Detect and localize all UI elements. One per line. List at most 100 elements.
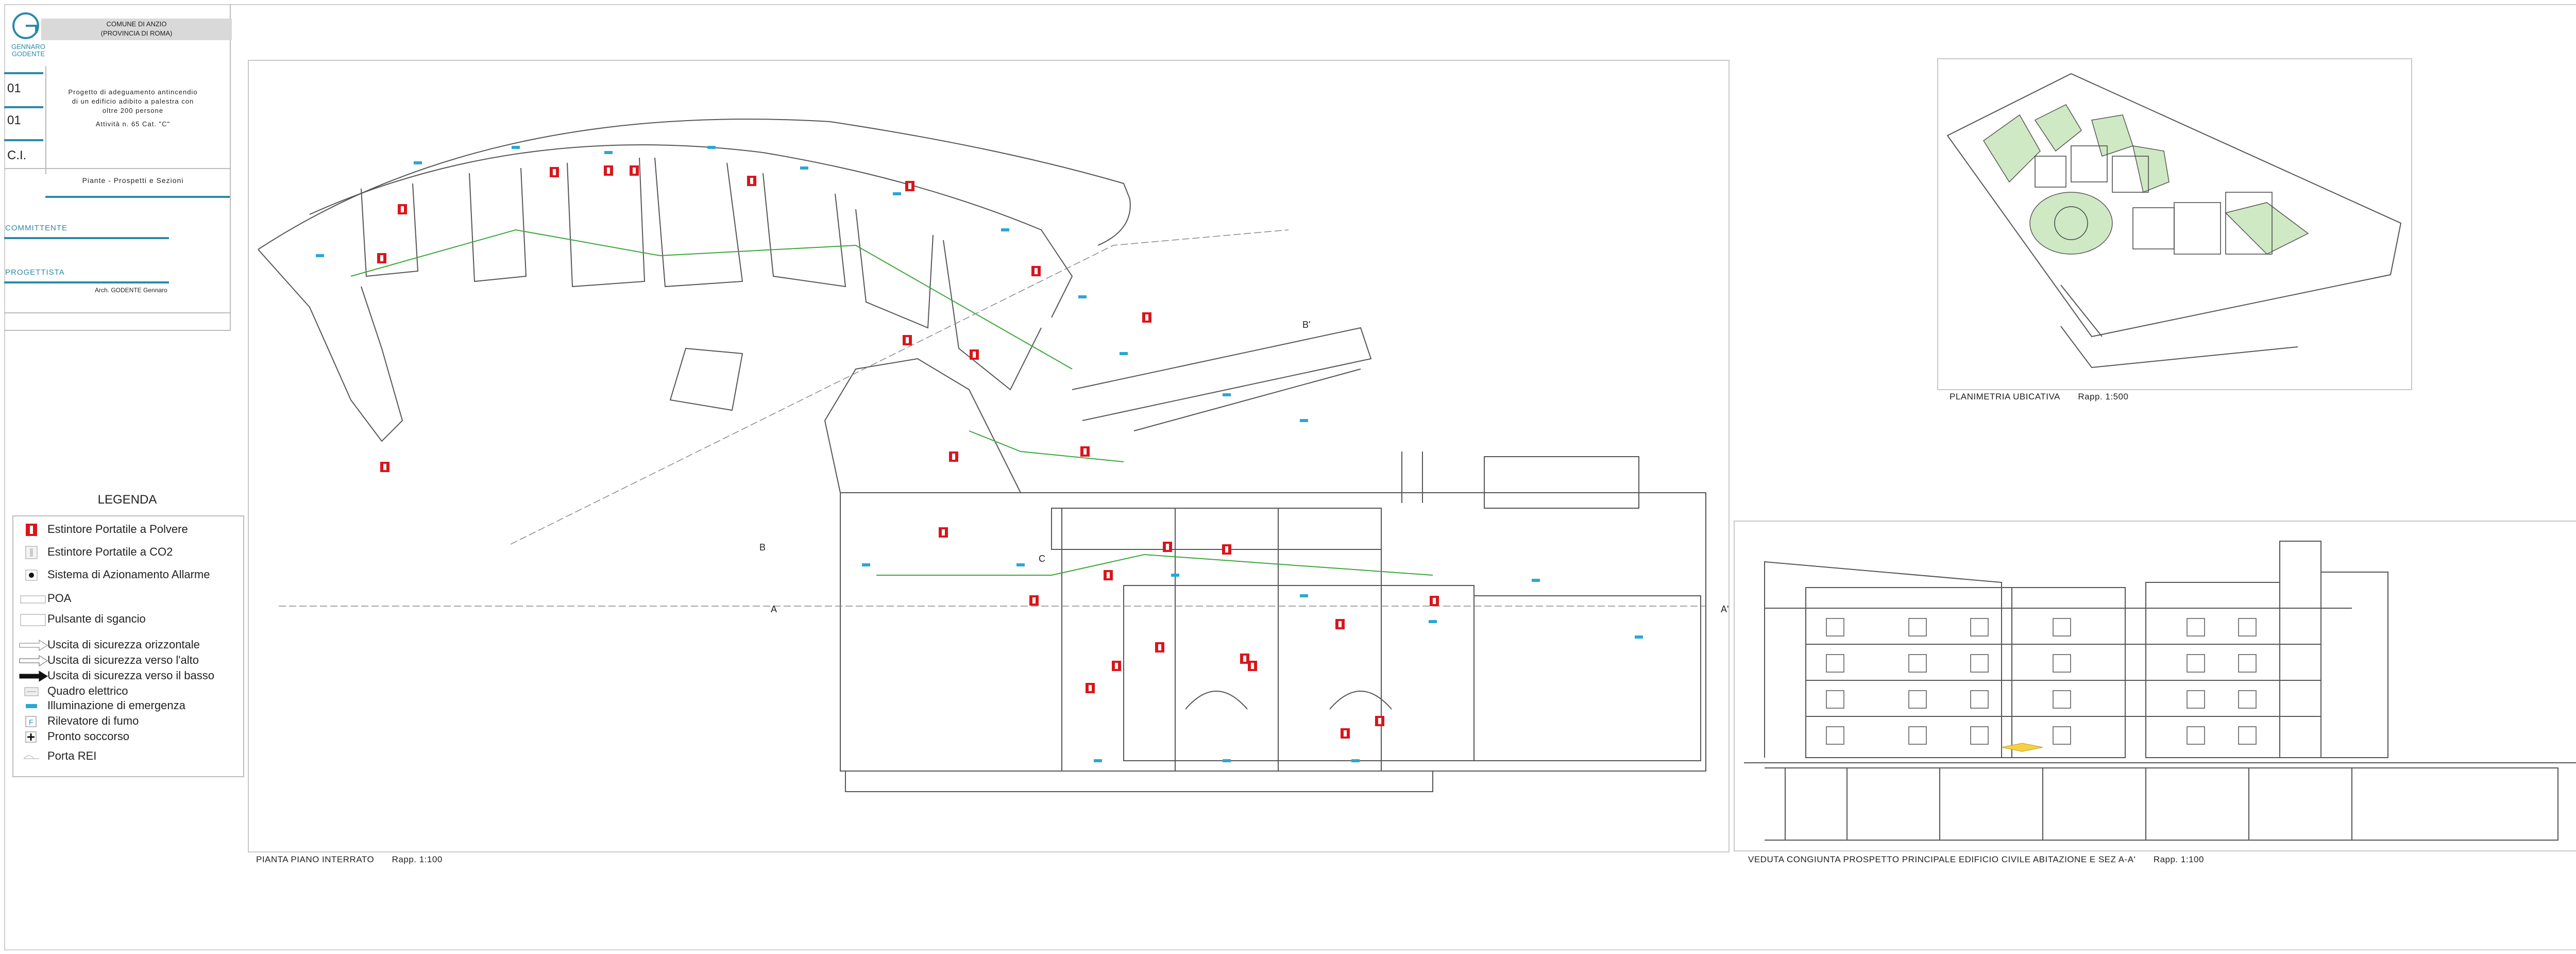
smoke-detector-icon: F [19,714,49,731]
emergency-light-icon [1351,759,1360,762]
outer-wall [258,119,1131,250]
fire-extinguisher-icon [1086,683,1095,693]
section-marker-b-prime: B' [1302,320,1311,330]
exit-down-icon [19,669,49,686]
fire-extinguisher-icon [949,451,958,462]
window-icon [2187,726,2205,745]
fire-extinguisher-icon [1080,446,1090,457]
fire-extinguisher-co2-icon [19,545,49,562]
fire-extinguisher-icon [604,165,613,176]
title-block: GENNARO GODENTE COMUNE DI ANZIO (PROVINC… [4,4,232,331]
window-icon [2238,654,2257,673]
floor-plan-caption: PIANTA PIANO INTERRATO [256,855,375,864]
window-icon [1908,654,1927,673]
section-marker-a: A [771,604,777,614]
elevation-drawing [1744,541,2576,841]
section-marker-b: B [759,542,766,553]
poa-icon [19,592,49,609]
window-icon [2238,726,2257,745]
floor-plan-caption-wrap: PIANTA PIANO INTERRATO Rapp. 1:100 [256,855,443,865]
floor-plan-drawing [258,119,1706,792]
window-icon [1826,690,1844,709]
divider [4,168,230,169]
window-icon [2053,654,2071,673]
emergency-light-icon [862,563,870,566]
emergency-light-icon [1532,579,1540,582]
emergency-light-icon [800,166,808,170]
emergency-light-icon [1223,393,1231,396]
emergency-light-icon [512,146,520,149]
emergency-light-icon [1223,759,1231,762]
rei-door-icon [19,749,49,766]
emergency-light-icon [1429,620,1437,623]
emergency-light-icon [19,699,49,716]
alarm-trigger-icon [19,568,49,585]
site-plan-drawing [1946,73,2402,369]
project-description: Progetto di adeguamento antincendio di u… [56,88,210,129]
fire-extinguisher-icon [970,349,979,360]
section-marker-a-prime: A' [1721,604,1729,614]
emergency-light-icon [707,146,716,149]
legend-title: LEGENDA [97,493,157,507]
release-button-icon [19,612,49,629]
legend-item-label: Uscita di sicurezza verso l'alto [47,654,199,666]
emergency-light-icon [1078,295,1087,298]
fire-extinguisher-icon [1248,661,1257,671]
client-label: COMMITTENTE [5,224,67,232]
floor-plan-scale: Rapp. 1:100 [392,855,443,864]
emergency-light-icon [1094,759,1102,762]
fire-extinguisher-icon [630,165,639,176]
divider [4,312,230,313]
fire-extinguisher-icon [380,462,389,472]
fire-extinguisher-powder-icon [19,523,49,540]
window-icon [1970,726,1989,745]
site-plan-scale: Rapp. 1:500 [2078,392,2129,401]
fire-extinguisher-icon [1163,542,1172,552]
fire-extinguisher-icon [1142,312,1151,323]
legend-item-label: Sistema di Azionamento Allarme [47,568,210,581]
window-icon [2238,690,2257,709]
fire-extinguisher-icon [747,176,756,186]
fire-extinguisher-icon [1104,570,1113,580]
legend-item-label: Pulsante di sgancio [47,612,146,625]
emergency-light-icon [604,151,613,154]
emergency-light-icon [1001,228,1009,231]
fire-extinguisher-icon [1335,619,1345,629]
emergency-light-icon [1635,635,1643,639]
fire-extinguisher-icon [1031,266,1041,276]
fire-extinguisher-icon [1430,596,1439,606]
project-line1: Progetto di adeguamento antincendio [68,88,198,96]
designer-label: PROGETTISTA [5,268,65,277]
project-line2: di un edificio adibito a palestra con [72,97,194,105]
legend-item-label: Quadro elettrico [47,684,128,697]
emergency-light-icon [316,254,324,257]
column-divider [45,66,46,174]
window-icon [1826,654,1844,673]
window-icon [2053,618,2071,637]
elevation-caption-wrap: VEDUTA CONGIUNTA PROSPETTO PRINCIPALE ED… [1748,855,2204,865]
legend-item-label: Porta REI [47,749,97,762]
sheet-border [4,4,2576,950]
section-marker-c: C [1039,554,1045,564]
legend-item-label: Estintore Portatile a CO2 [47,545,173,558]
floor-plan-frame [248,60,1730,852]
fire-extinguisher-icon [1341,728,1350,739]
emergency-light-icon [893,192,901,195]
window-icon [2053,726,2071,745]
window-icon [1908,690,1927,709]
drawing-subject: Piante - Prospetti e Sezioni [82,176,184,185]
elevation-frame [1734,521,2576,851]
revision-number: 01 [7,113,21,127]
fire-extinguisher-icon [398,204,407,214]
site-plan-caption: PLANIMETRIA UBICATIVA [1950,392,2060,401]
logo-text: GENNARO GODENTE [11,43,45,58]
site-plan-caption-wrap: PLANIMETRIA UBICATIVA Rapp. 1:500 [1950,392,2128,402]
window-icon [1970,690,1989,709]
emergency-light-icon [1300,419,1308,422]
fire-extinguisher-icon [1029,595,1039,606]
municipality: COMUNE DI ANZIO (PROVINCIA DI ROMA) [41,19,232,40]
teal-divider [4,139,43,141]
legend-item-label: Uscita di sicurezza verso il basso [47,669,215,682]
fire-extinguisher-icon [1112,661,1121,671]
document-code: C.I. [7,148,27,162]
